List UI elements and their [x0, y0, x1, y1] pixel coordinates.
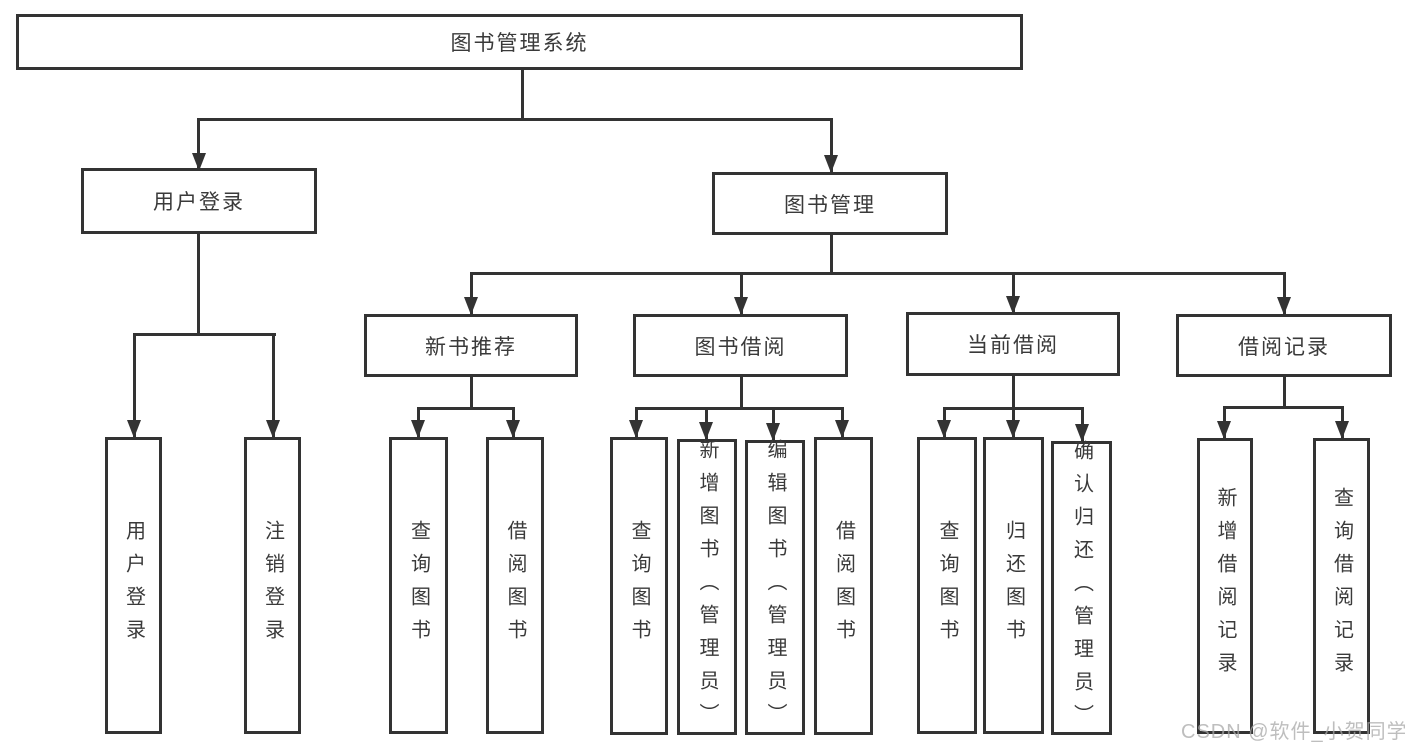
arrow-down-icon [127, 420, 141, 438]
edge-line [197, 118, 200, 170]
edge-line [1283, 272, 1286, 314]
edge-line [830, 235, 833, 275]
node-borrowing-records: 借阅记录 [1176, 314, 1392, 377]
arrow-down-icon [824, 155, 838, 173]
node-current-borrowing: 当前借阅 [906, 312, 1120, 376]
leaf-confirm-return-admin: 确认归还（管理员） [1051, 440, 1112, 737]
arrow-down-icon [192, 153, 206, 171]
arrow-down-icon [1006, 296, 1020, 314]
node-book-management: 图书管理 [712, 172, 948, 235]
leaf-add-borrow-record: 新增借阅记录 [1197, 438, 1253, 734]
arrow-down-icon [937, 420, 951, 438]
arrow-down-icon [464, 297, 478, 315]
node-new-book-recommend: 新书推荐 [364, 314, 578, 377]
leaf-query-books-nb: 查询图书 [389, 437, 448, 734]
arrow-down-icon [266, 420, 280, 438]
edge-line [197, 118, 833, 121]
arrow-down-icon [1277, 297, 1291, 315]
arrow-down-icon [1335, 421, 1349, 439]
leaf-query-books-bb: 查询图书 [610, 437, 668, 735]
leaf-query-borrow-record: 查询借阅记录 [1313, 438, 1370, 734]
leaf-return-books: 归还图书 [983, 437, 1044, 734]
edge-line [470, 272, 1286, 275]
edge-line [830, 118, 833, 172]
arrow-down-icon [1006, 420, 1020, 438]
edge-line [1012, 272, 1015, 314]
edge-line [635, 407, 844, 410]
edge-line [133, 333, 276, 336]
arrow-down-icon [699, 422, 713, 440]
edge-line [470, 377, 473, 410]
edge-line [1223, 406, 1344, 409]
arrow-down-icon [1217, 421, 1231, 439]
edge-line [272, 333, 275, 437]
node-user-login: 用户登录 [81, 168, 317, 234]
leaf-query-books-cb: 查询图书 [917, 437, 977, 734]
leaf-borrow-books-bb: 借阅图书 [814, 437, 873, 735]
edge-line [417, 407, 515, 410]
edge-line [740, 377, 743, 410]
arrow-down-icon [835, 420, 849, 438]
edge-line [470, 272, 473, 314]
leaf-add-books-admin: 新增图书（管理员） [677, 439, 737, 736]
arrow-down-icon [1075, 424, 1089, 442]
edge-line [133, 333, 136, 437]
edge-line [740, 272, 743, 314]
leaf-edit-books-admin: 编辑图书（管理员） [745, 439, 805, 736]
arrow-down-icon [766, 423, 780, 441]
arrow-down-icon [629, 420, 643, 438]
leaf-logout: 注销登录 [244, 437, 301, 734]
leaf-borrow-books-nb: 借阅图书 [486, 437, 544, 734]
arrow-down-icon [506, 420, 520, 438]
arrow-down-icon [734, 297, 748, 315]
edge-line [1012, 376, 1015, 410]
arrow-down-icon [411, 420, 425, 438]
watermark: CSDN @软件_小贺同学 [1181, 721, 1405, 743]
node-library-system: 图书管理系统 [16, 14, 1023, 70]
node-book-borrowing: 图书借阅 [633, 314, 848, 377]
edge-line [521, 69, 524, 121]
edge-line [1283, 377, 1286, 409]
leaf-user-login: 用户登录 [105, 437, 162, 734]
edge-line [197, 234, 200, 336]
